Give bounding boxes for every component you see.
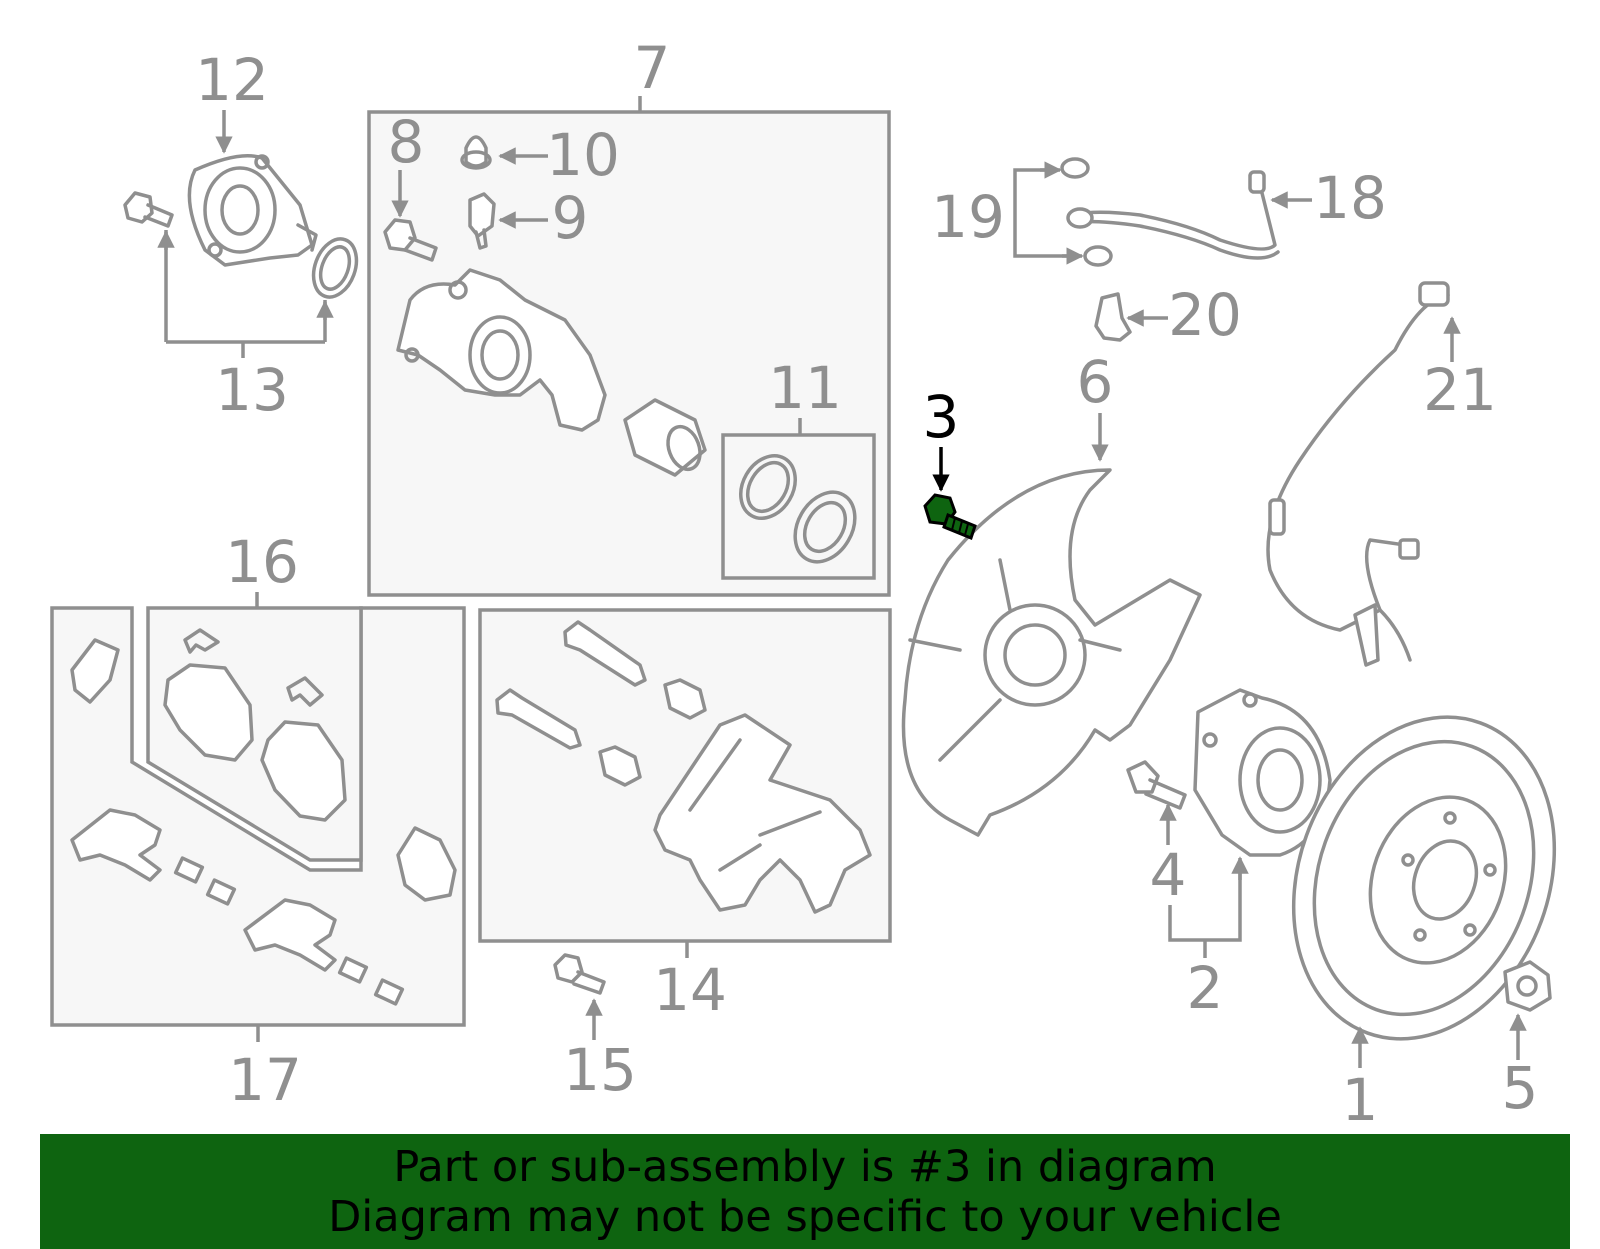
bleeder-cap [460,135,492,170]
wheel-stud [1126,760,1187,810]
callout-11: 11 [768,354,842,422]
parking-brake-motor [187,154,318,267]
callout-16: 16 [225,528,299,596]
motor-o-ring-inner [318,245,352,291]
footer-line-2: Diagram may not be specific to your vehi… [328,1191,1282,1242]
sealing-washer-upper [1060,157,1090,179]
slide-pin-boot-upper [663,678,707,720]
callout-3: 3 [923,383,960,451]
callout-9: 9 [552,184,589,252]
brake-pad-outer [260,676,347,822]
caliper-piston [623,398,707,477]
callout-14: 14 [653,956,727,1024]
slide-pin-upper [563,620,647,687]
callout-20: 20 [1168,281,1242,349]
brake-caliper-housing [396,268,607,432]
banjo-bolt [1094,292,1132,342]
callout-18: 18 [1313,164,1387,232]
leader-13 [164,230,327,358]
hub-nut [1503,960,1552,1012]
caliper-guide-bolt [383,218,438,262]
brake-rotor [1291,715,1557,1041]
leader-2 [1168,860,1242,958]
abs-sensor-wire [1266,281,1450,667]
pad-wear-indicator [70,638,120,704]
pad-shims [173,856,405,1006]
slide-pin-boot-lower [598,745,642,787]
caliper-bracket [653,713,872,914]
callout-21: 21 [1423,356,1497,424]
seal-kit-box [721,433,876,580]
brake-hose [1066,170,1280,260]
dust-boot [793,490,857,564]
sealing-washer-lower [1083,245,1113,267]
anti-rattle-clip-lower [243,898,337,972]
callout-7: 7 [634,34,671,102]
bleeder-screw [468,192,496,250]
callout-6: 6 [1077,348,1114,416]
brake-dust-shield [901,468,1202,837]
wheel-hub-bearing [1193,688,1332,857]
anti-rattle-clip-upper [70,808,162,882]
motor-o-ring [311,237,359,299]
callout-8: 8 [388,108,425,176]
callout-5: 5 [1502,1054,1539,1122]
callout-4: 4 [1150,841,1187,909]
callout-1: 1 [1342,1066,1379,1134]
brake-pad-inner [163,628,254,762]
dust-shield-bolt-highlighted [923,493,977,540]
callout-19: 19 [931,183,1005,251]
footer-banner: Part or sub-assembly is #3 in diagram Di… [40,1134,1570,1249]
callout-12: 12 [195,46,269,114]
footer-line-1: Part or sub-assembly is #3 in diagram [393,1141,1217,1192]
callout-17: 17 [228,1046,302,1114]
callout-13: 13 [215,356,289,424]
piston-seal [739,454,797,520]
bracket-bolt [553,953,606,995]
callout-2: 2 [1187,954,1224,1022]
pad-backing-plate [396,826,457,902]
motor-bolt [123,191,174,228]
callout-10: 10 [546,121,620,189]
callout-15: 15 [563,1036,637,1104]
slide-pin-lower [495,688,582,750]
